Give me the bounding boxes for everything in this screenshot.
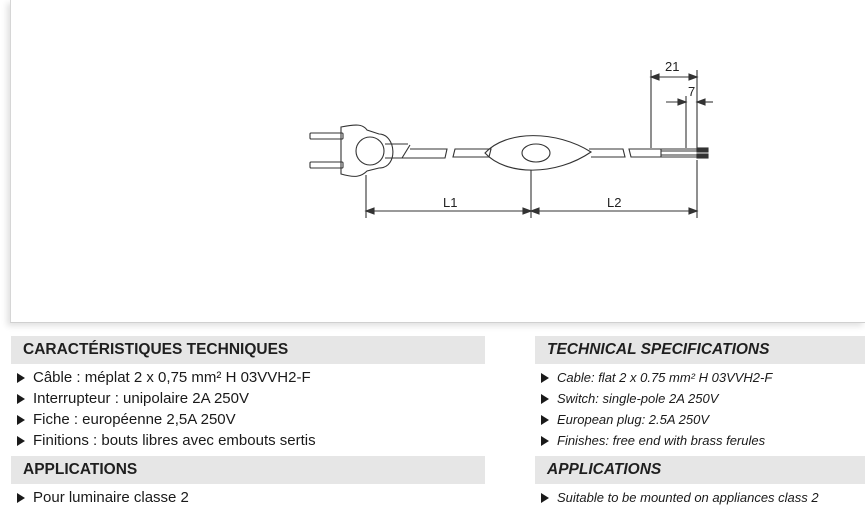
plug-grip-circle: [355, 136, 385, 166]
plug-pin-top: [309, 132, 344, 140]
bullet-arrow-icon: [541, 492, 549, 503]
specs-heading-en: TECHNICAL SPECIFICATIONS: [535, 336, 865, 364]
list-item: Pour luminaire classe 2: [17, 487, 485, 508]
switch-button: [521, 143, 551, 163]
dimension-l1: [364, 170, 533, 218]
bullet-arrow-icon: [541, 372, 549, 383]
applications-heading-fr: APPLICATIONS: [11, 456, 485, 484]
list-item: Interrupteur : unipolaire 2A 250V: [17, 388, 485, 409]
dimension-21: [649, 70, 699, 148]
applications-list-fr: Pour luminaire classe 2: [11, 484, 485, 513]
plug-pin-bottom: [309, 161, 344, 169]
label-7: 7: [688, 84, 695, 99]
french-column: CARACTÉRISTIQUES TECHNIQUES Câble : mépl…: [11, 336, 485, 513]
bullet-arrow-icon: [17, 414, 25, 425]
list-item: Suitable to be mounted on appliances cla…: [541, 487, 865, 508]
cable-drawing: L1 L2 21 7: [309, 59, 713, 218]
bullet-arrow-icon: [541, 393, 549, 404]
plug-body: [340, 124, 394, 177]
dimension-l2: [529, 160, 699, 218]
cable-segment-3: [589, 148, 626, 158]
list-item: Finishes: free end with brass ferules: [541, 430, 865, 451]
bullet-arrow-icon: [17, 372, 25, 383]
bullet-arrow-icon: [541, 435, 549, 446]
specs-list-fr: Câble : méplat 2 x 0,75 mm² H 03VVH2-F I…: [11, 364, 485, 456]
specs-heading-fr: CARACTÉRISTIQUES TECHNIQUES: [11, 336, 485, 364]
applications-list-en: Suitable to be mounted on appliances cla…: [535, 484, 865, 513]
list-item: Finitions : bouts libres avec embouts se…: [17, 430, 485, 451]
cable-free-end: [661, 148, 698, 158]
bullet-arrow-icon: [17, 393, 25, 404]
bullet-arrow-icon: [541, 414, 549, 425]
technical-drawing-panel: L1 L2 21 7: [10, 0, 865, 323]
applications-heading-en: APPLICATIONS: [535, 456, 865, 484]
bullet-arrow-icon: [17, 492, 25, 503]
inline-switch: [484, 135, 593, 171]
list-item: Câble : méplat 2 x 0,75 mm² H 03VVH2-F: [17, 367, 485, 388]
label-21: 21: [665, 59, 679, 74]
dimension-7: [666, 96, 713, 148]
label-l2: L2: [607, 195, 621, 210]
cable-segment-1: [385, 143, 408, 159]
specs-list-en: Cable: flat 2 x 0.75 mm² H 03VVH2-F Swit…: [535, 364, 865, 456]
ferrule-top: [696, 147, 709, 153]
label-l1: L1: [443, 195, 457, 210]
english-column: TECHNICAL SPECIFICATIONS Cable: flat 2 x…: [535, 336, 865, 513]
bullet-arrow-icon: [17, 435, 25, 446]
list-item: Switch: single-pole 2A 250V: [541, 388, 865, 409]
list-item: Cable: flat 2 x 0.75 mm² H 03VVH2-F: [541, 367, 865, 388]
ferrule-bottom: [696, 153, 709, 159]
list-item: Fiche : européenne 2,5A 250V: [17, 409, 485, 430]
list-item: European plug: 2.5A 250V: [541, 409, 865, 430]
